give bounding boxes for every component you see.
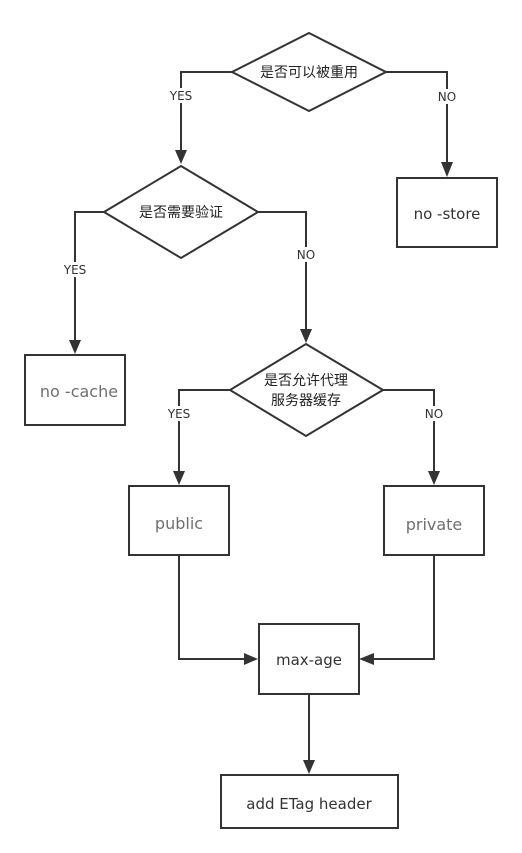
edges <box>69 71 453 774</box>
box-private-text: private <box>406 515 463 534</box>
arrowhead-maxage-etag <box>303 760 315 774</box>
box-public: public <box>128 485 230 556</box>
label-reusable-no: NO <box>438 90 456 104</box>
label-proxy-yes: YES <box>167 407 191 421</box>
box-no-cache-text: no -cache <box>40 382 118 401</box>
edge-public-maxage <box>178 555 246 660</box>
decision-allow-proxy-text-line1: 是否允许代理 <box>264 373 348 389</box>
arrowhead-validation-yes <box>69 340 81 354</box>
label-proxy-no: NO <box>425 407 443 421</box>
edge-reusable-yes <box>180 71 232 152</box>
box-max-age: max-age <box>258 623 360 695</box>
decision-reusable-text: 是否可以被重用 <box>260 65 358 81</box>
edge-private-maxage <box>372 555 435 660</box>
arrowhead-reusable-yes <box>175 150 187 164</box>
box-max-age-text: max-age <box>276 651 342 669</box>
arrowhead-private-maxage <box>359 653 374 665</box>
edge-validation-no <box>258 211 307 331</box>
arrowhead-proxy-yes <box>173 471 185 485</box>
decision-need-validation-text: 是否需要验证 <box>139 205 223 221</box>
arrowhead-reusable-no <box>441 162 453 177</box>
label-validation-yes: YES <box>63 263 87 277</box>
box-private: private <box>383 485 485 556</box>
box-no-store: no -store <box>396 177 498 248</box>
label-validation-no: NO <box>297 248 315 262</box>
arrowhead-public-maxage <box>244 653 258 665</box>
edge-validation-yes <box>74 211 104 342</box>
arrowhead-proxy-no <box>428 471 440 485</box>
edge-proxy-yes <box>178 389 230 473</box>
label-reusable-yes: YES <box>169 89 193 103</box>
edge-reusable-no <box>386 71 448 164</box>
box-public-text: public <box>155 514 203 533</box>
arrowhead-validation-no <box>300 329 312 343</box>
decision-reusable: 是否可以被重用 <box>229 31 389 113</box>
decision-allow-proxy: 是否允许代理 服务器缓存 <box>228 342 385 438</box>
decision-need-validation: 是否需要验证 <box>102 164 260 260</box>
decision-allow-proxy-text-line2: 服务器缓存 <box>271 393 341 409</box>
edge-proxy-no <box>383 389 435 473</box>
box-no-cache: no -cache <box>24 354 126 426</box>
box-etag-text: add ETag header <box>246 795 372 813</box>
edge-labels: YES NO YES NO YES NO <box>60 88 460 421</box>
box-no-store-text: no -store <box>414 205 481 223</box>
box-etag: add ETag header <box>220 774 399 829</box>
